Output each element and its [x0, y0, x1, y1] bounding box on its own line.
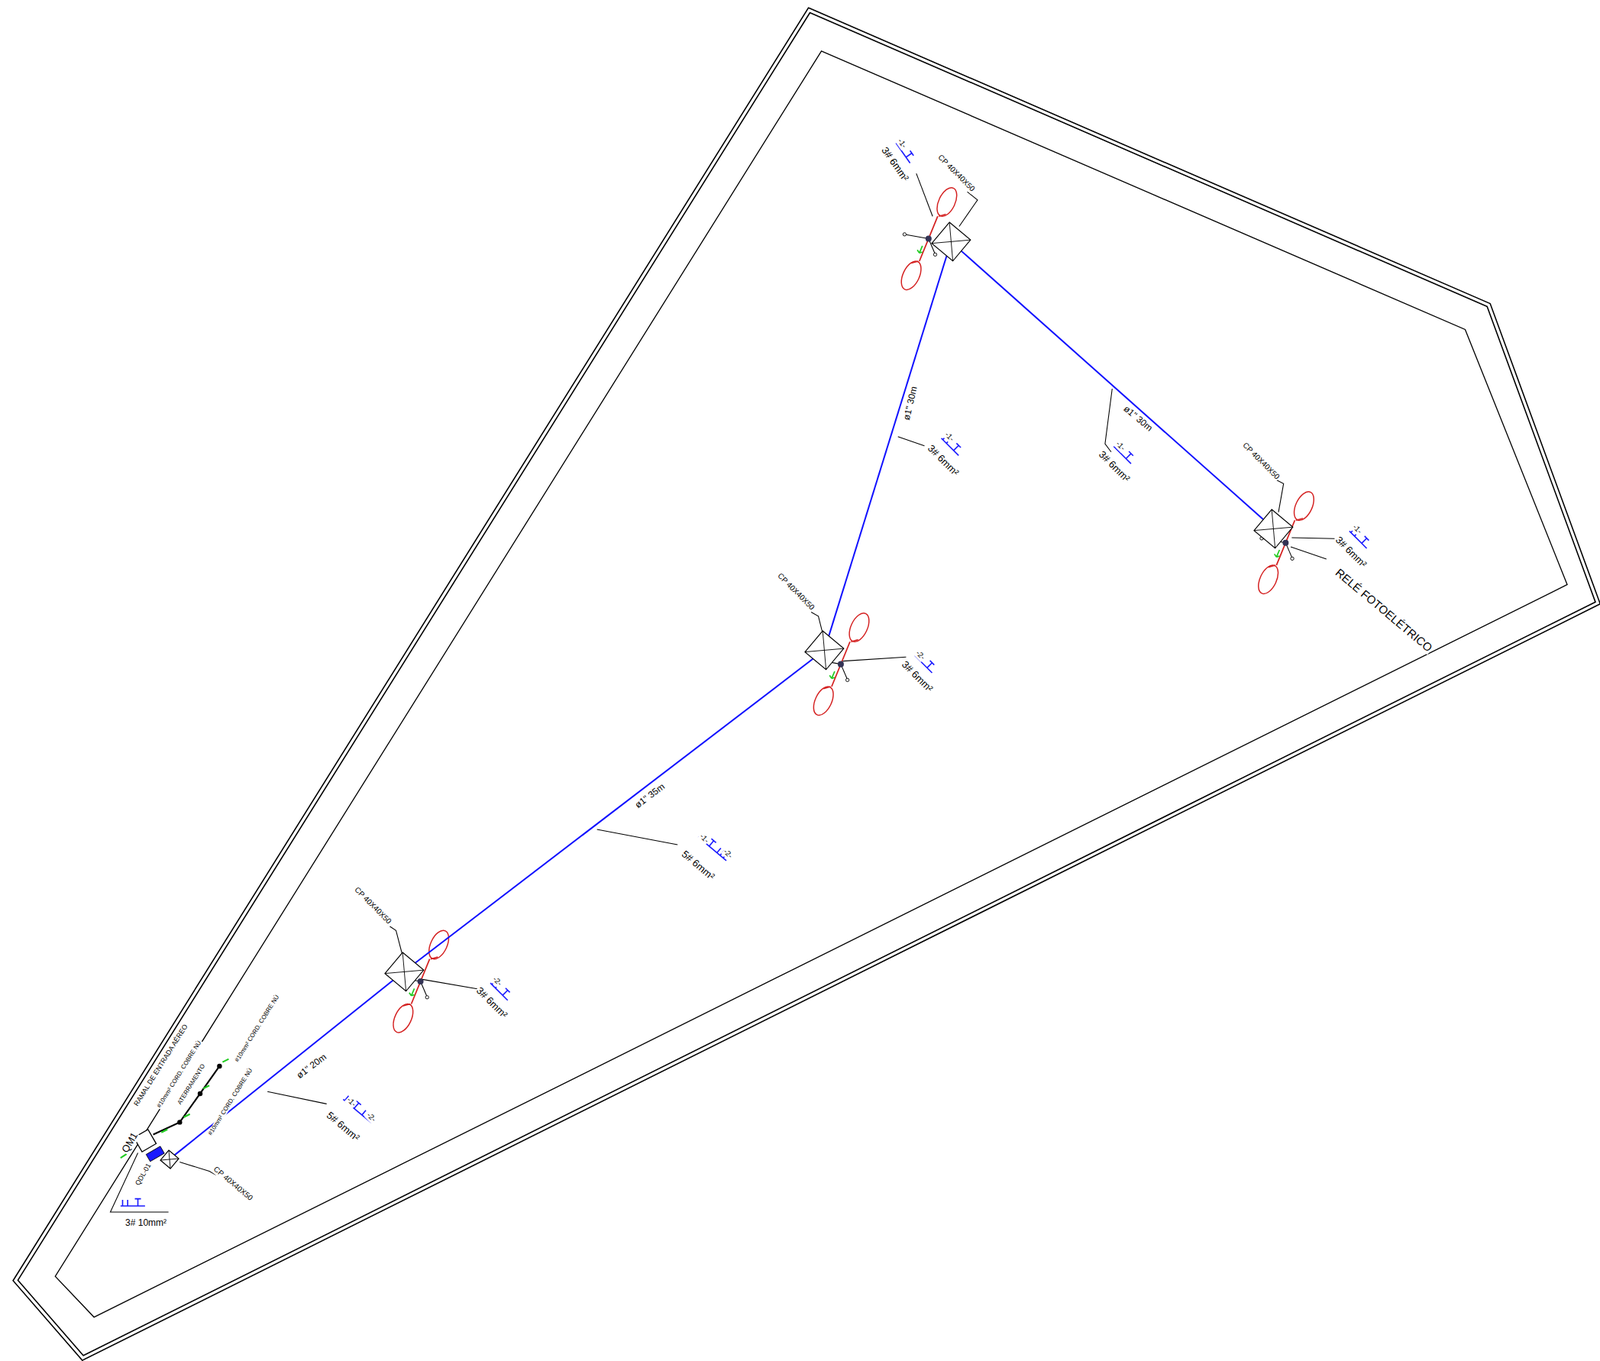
- callout-text: 3# 6mm²: [473, 985, 510, 1022]
- callout-text: -1-: [344, 1095, 358, 1109]
- callout-text: 3# 6mm²: [1332, 533, 1369, 570]
- callout-text: 5# 6mm²: [678, 848, 718, 883]
- box-outline: [160, 1150, 179, 1169]
- conduit-label: ø1" 30m: [901, 384, 919, 422]
- callout-text: -1-: [942, 429, 956, 443]
- callout-text: #10mm² CORD. COBRE NÚ: [206, 1066, 255, 1138]
- callout-text: QDL-01: [134, 1161, 154, 1188]
- conduit-label: ø1" 20m: [294, 1051, 329, 1081]
- callout-text: -2-: [490, 975, 504, 989]
- inspection-box: CP 40X40X50: [1254, 509, 1293, 549]
- box-label: CP 40X40X50: [775, 571, 817, 613]
- wire-symbols: [120, 138, 1372, 1206]
- callout-text: 3# 10mm²: [124, 1217, 168, 1228]
- callout-text: -2-: [720, 847, 734, 861]
- conduit-label: ø1" 35m: [633, 781, 668, 811]
- box-outline: [384, 952, 424, 992]
- callout-text: RELÉ FOTOELÉTRICO: [1332, 565, 1436, 655]
- box-label: CP 40X40X50: [935, 152, 977, 194]
- inspection-box: CP 40X40X50: [931, 222, 971, 262]
- callout-text: 5# 6mm²: [323, 1109, 363, 1145]
- inspection-box: CP 40X40X50: [804, 630, 844, 670]
- conduit-label: ø1" 30m: [1121, 403, 1155, 434]
- box-label: CP 40X40X50: [352, 885, 394, 928]
- callout-text: -1-: [1350, 523, 1364, 537]
- box-outline: [1254, 509, 1293, 549]
- callout-text: -1-: [895, 137, 909, 152]
- callout-text: -2-: [913, 648, 927, 662]
- callout-text: 3# 6mm²: [1095, 448, 1132, 485]
- callout-text: QM1: [119, 1130, 140, 1156]
- luminaire-poles: [389, 184, 1319, 1036]
- leader-lines: [109, 173, 1335, 1213]
- site-boundary: [15, 9, 1598, 1358]
- conduit-line: [415, 658, 814, 963]
- callout-text: -1-: [697, 832, 711, 846]
- callout-text: 3# 6mm²: [879, 144, 912, 184]
- box-label: CP 40X40X50: [1241, 440, 1283, 482]
- conduit-line: [174, 979, 394, 1155]
- conduit-line: [961, 251, 1264, 520]
- inspection-box: CP 40X40X50: [384, 952, 424, 992]
- inspection-box: CP 40X40X50: [160, 1150, 179, 1169]
- box-outline: [931, 222, 971, 262]
- box-label: CP 40X40X50: [210, 1164, 255, 1203]
- callout-text: -1-: [1113, 439, 1127, 453]
- callout-text: 3# 6mm²: [924, 442, 961, 479]
- callout-text: -2-: [365, 1110, 379, 1124]
- callout-text: 3# 6mm²: [898, 658, 935, 695]
- box-outline: [804, 630, 844, 670]
- callout-text: #10mm² CORD. COBRE NÚ: [233, 993, 282, 1064]
